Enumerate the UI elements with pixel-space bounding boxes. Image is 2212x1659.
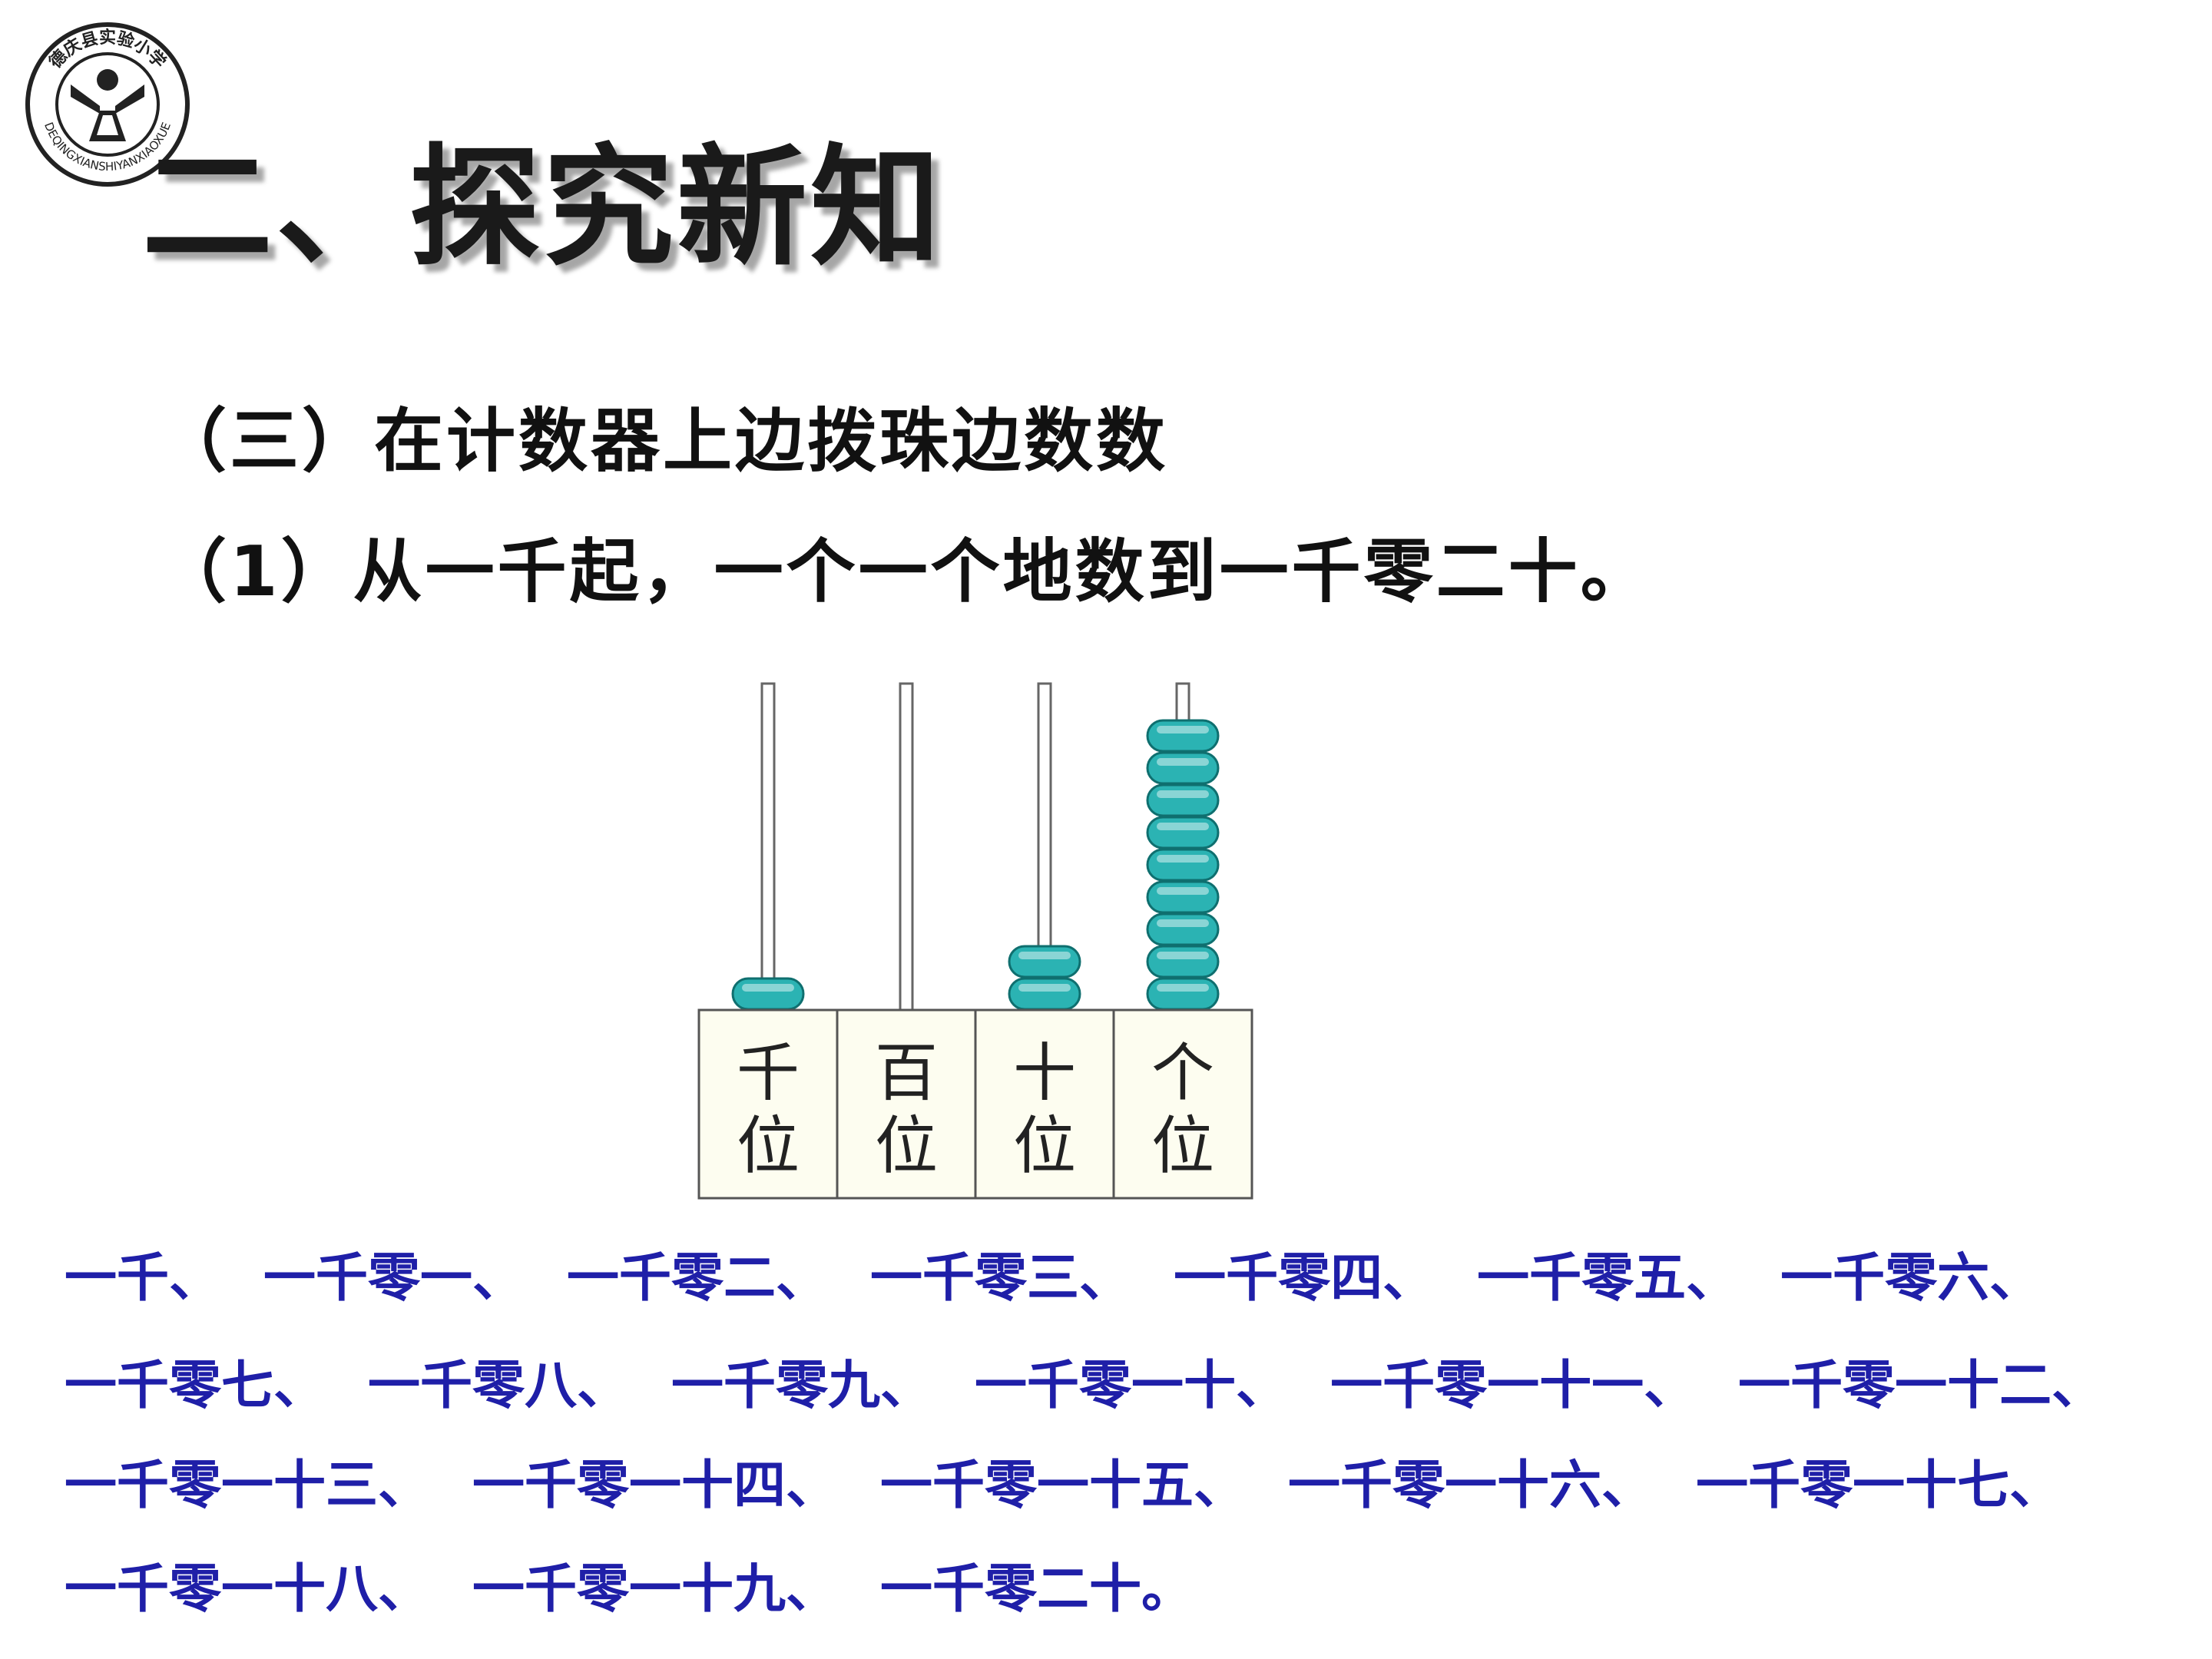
bead-highlight — [1157, 855, 1209, 863]
count-word: 一千零一十九、 — [472, 1558, 839, 1620]
place-value-box — [1112, 1008, 1253, 1200]
abacus-bead — [1146, 751, 1220, 785]
count-word: 一千零一十一、 — [1330, 1355, 1697, 1416]
count-word: 一千零一十、 — [975, 1355, 1289, 1416]
count-word: 一千零一十六、 — [1288, 1455, 1654, 1516]
abacus-rod — [899, 682, 914, 1012]
place-value-label: 位 — [737, 1110, 800, 1183]
abacus-bead — [1008, 977, 1081, 1011]
place-value-box — [974, 1008, 1115, 1200]
page-title: 二、探究新知 — [142, 131, 945, 284]
bead-highlight — [742, 984, 794, 992]
counting-line: 一千、一千零一、一千零二、一千零三、一千零四、一千零五、一千零六、 — [65, 1252, 2084, 1304]
abacus-column: 百位 — [836, 682, 977, 1200]
count-word: 一千零七、 — [65, 1355, 326, 1416]
bead-highlight — [1157, 726, 1209, 733]
place-value-label: 十 — [1013, 1037, 1076, 1110]
count-word: 一千零五、 — [1477, 1247, 1739, 1309]
bead-highlight — [1018, 952, 1071, 959]
count-word: 一千零三、 — [870, 1247, 1132, 1309]
bead-highlight — [1157, 919, 1209, 927]
place-value-label: 百 — [875, 1037, 938, 1110]
count-word: 一千零一十四、 — [472, 1455, 839, 1516]
section-subtitle: （三）在计数器上边拨珠边数数 — [157, 401, 1168, 482]
abacus-bead — [1008, 945, 1081, 979]
count-word: 一千零一、 — [263, 1247, 525, 1309]
abacus-column: 十位 — [974, 682, 1115, 1200]
abacus-bead — [1146, 816, 1220, 849]
step-instruction: （1）从一千起，一个一个地数到一千零二十。 — [157, 531, 1653, 612]
count-word: 一千零六、 — [1780, 1247, 2042, 1309]
abacus-rod — [760, 682, 776, 1012]
bead-highlight — [1157, 823, 1209, 830]
place-value-label: 位 — [1013, 1110, 1076, 1183]
bead-highlight — [1157, 952, 1209, 959]
counting-line: 一千零一十三、一千零一十四、一千零一十五、一千零一十六、一千零一十七、 — [65, 1459, 2104, 1512]
bead-highlight — [1157, 758, 1209, 766]
place-value-box — [697, 1008, 839, 1200]
counting-line: 一千零一十八、一千零一十九、一千零二十。 — [65, 1563, 1236, 1615]
abacus-bead — [1146, 945, 1220, 979]
bead-highlight — [1157, 887, 1209, 895]
abacus-bead — [1146, 783, 1220, 817]
place-value-label: 位 — [1151, 1110, 1214, 1183]
place-value-label: 个 — [1151, 1037, 1214, 1110]
count-word: 一千零一十五、 — [880, 1455, 1247, 1516]
abacus-column: 千位 — [697, 682, 839, 1200]
count-word: 一千零一十八、 — [65, 1558, 431, 1620]
bead-highlight — [1157, 984, 1209, 992]
abacus-bead — [1146, 848, 1220, 882]
count-word: 一千零二、 — [567, 1247, 829, 1309]
count-word: 一千零一十七、 — [1696, 1455, 2062, 1516]
bead-highlight — [1018, 984, 1071, 992]
bead-highlight — [1157, 790, 1209, 798]
count-word: 一千零二十。 — [880, 1558, 1194, 1620]
count-word: 一千零一十三、 — [65, 1455, 431, 1516]
abacus-bead — [1146, 880, 1220, 914]
abacus-bead — [1146, 719, 1220, 753]
count-word: 一千、 — [65, 1247, 222, 1309]
place-value-label: 千 — [737, 1037, 800, 1110]
abacus-column: 个位 — [1112, 682, 1253, 1200]
abacus-bead — [731, 977, 805, 1011]
place-value-label: 位 — [875, 1110, 938, 1183]
abacus-bead — [1146, 912, 1220, 946]
abacus-bead — [1146, 977, 1220, 1011]
count-word: 一千零九、 — [671, 1355, 933, 1416]
count-word: 一千零一十二、 — [1738, 1355, 2104, 1416]
count-word: 一千零八、 — [368, 1355, 630, 1416]
school-logo: 德庆县实验小学 DEQINGXIANSHIYANXIAOXUE — [25, 22, 190, 187]
count-word: 一千零四、 — [1174, 1247, 1435, 1309]
counting-line: 一千零七、一千零八、一千零九、一千零一十、一千零一十一、一千零一十二、 — [65, 1359, 2146, 1412]
place-value-box — [836, 1008, 977, 1200]
